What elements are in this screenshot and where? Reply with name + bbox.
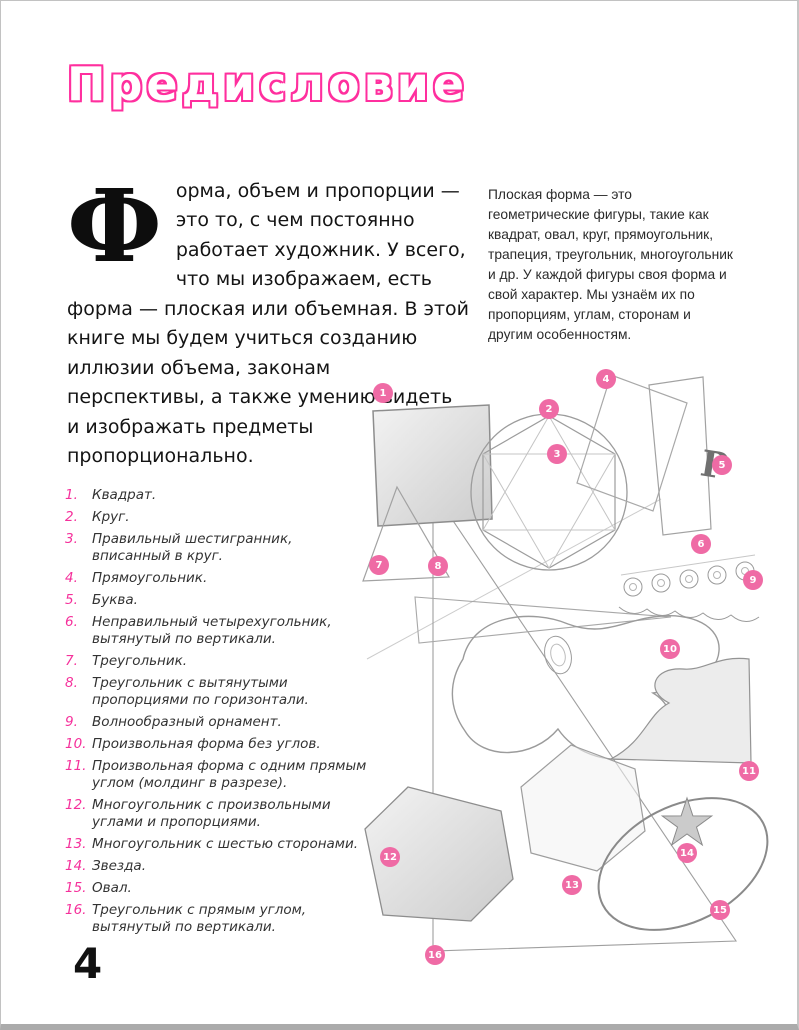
figure-badge-13: 13 [562,875,582,895]
figure-badge-6: 6 [691,534,711,554]
free-form-hole-inner [550,643,566,667]
legend-item-label: Треугольник с прямым углом, вытянутый по… [92,902,307,935]
shape-wave-ornament [618,554,760,622]
legend-item: 6. Неправильный четырехугольник, вытянуты… [65,614,367,648]
figure-badge-16: 16 [425,945,445,965]
legend-item: 10. Произвольная форма без углов. [65,736,367,753]
legend-item-label: Произвольная форма без углов. [92,736,321,752]
side-note: Плоская форма — это геометрические фигур… [488,187,733,342]
shape-square [372,404,493,527]
legend-item-label: Буква. [92,592,138,608]
intro-text: орма, объем и пропорции — это то, с чем … [67,180,469,467]
figure-sketch: P [362,374,769,952]
legend-item: 2. Круг. [65,509,367,526]
legend-item: 14. Звезда. [65,858,367,875]
legend-item-label: Неправильный четырехугольник, вытянутый … [92,614,332,647]
shape-star [660,796,714,847]
figure-illustration: P [353,359,779,974]
legend-item-label: Произвольная форма с одним прямым углом … [92,758,367,791]
shape-rectangle [576,374,688,512]
legend-item-label: Треугольник с вытянутыми пропорциями по … [92,675,309,708]
legend-item-label: Многоугольник с произвольными углами и п… [92,797,331,830]
legend-item-number: 6. [65,614,78,630]
legend-item: 5. Буква. [65,592,367,609]
legend-item: 13. Многоугольник с шестью сторонами. [65,836,367,853]
figure-badge-3: 3 [547,444,567,464]
legend-item-label: Квадрат. [92,487,157,503]
legend-item-number: 3. [65,531,78,547]
legend-item-number: 7. [65,653,78,669]
legend-item-number: 10. [65,736,87,752]
figure-badge-12: 12 [380,847,400,867]
legend-item-label: Овал. [92,880,132,896]
legend-item-number: 9. [65,714,78,730]
figure-badge-15: 15 [710,900,730,920]
legend-item-number: 5. [65,592,78,608]
legend-item: 4. Прямоугольник. [65,570,367,587]
legend-item: 11. Произвольная форма с одним прямым угл… [65,758,367,792]
dropcap: Ф [67,167,162,285]
figure-badge-10: 10 [660,639,680,659]
shape-arbitrary-polygon [364,786,514,922]
legend-item-label: Прямоугольник. [92,570,208,586]
hexagram-line-b [482,415,616,531]
figure-badge-14: 14 [677,843,697,863]
hexagram-line-a [482,453,616,569]
page-title: Предисловие [67,57,469,111]
figure-badge-9: 9 [743,570,763,590]
figure-badge-2: 2 [539,399,559,419]
figure-badge-11: 11 [739,761,759,781]
shape-oval [597,797,769,931]
legend-item-number: 14. [65,858,87,874]
legend-item-label: Волнообразный орнамент. [92,714,282,730]
legend-list: 1. Квадрат. 2. Круг. 3. Правильный шестигра… [65,487,367,941]
shape-circle [470,413,628,571]
shape-six-sided-polygon [520,744,646,872]
shape-hexagon-inscribed [482,415,616,569]
legend-item-label: Многоугольник с шестью сторонами. [92,836,359,852]
figure-badge-5: 5 [712,455,732,475]
legend-item: 16. Треугольник с прямым углом, вытянутый… [65,902,367,936]
legend-item-label: Круг. [92,509,130,525]
shape-tall-right-triangle [432,489,738,952]
legend-item: 3. Правильный шестигранник, вписанный в к… [65,531,367,565]
page-number: 4 [73,939,103,988]
shape-irregular-quad [648,376,712,536]
legend-item: 1. Квадрат. [65,487,367,504]
legend-item-number: 12. [65,797,87,813]
legend-item: 7. Треугольник. [65,653,367,670]
legend-item-number: 4. [65,570,78,586]
legend-item-label: Треугольник. [92,653,188,669]
legend-item-number: 1. [65,487,78,503]
shape-triangle [362,485,451,582]
shape-wide-triangle [414,596,672,644]
figure-badge-8: 8 [428,556,448,576]
legend-item-number: 8. [65,675,78,691]
legend-item: 15. Овал. [65,880,367,897]
legend-item-label: Правильный шестигранник, вписанный в кру… [92,531,293,564]
legend-item-number: 2. [65,509,78,525]
legend-item: 9. Волнообразный орнамент. [65,714,367,731]
figure-badge-4: 4 [596,369,616,389]
figure-badge-7: 7 [369,555,389,575]
free-form-hole [544,635,572,675]
legend-item-number: 11. [65,758,87,774]
legend-item-label: Звезда. [92,858,146,874]
legend-item: 8. Треугольник с вытянутыми пропорциями п… [65,675,367,709]
figure-badge-1: 1 [373,383,393,403]
shape-molding [608,657,752,764]
legend-item-number: 15. [65,880,87,896]
shape-free-form [451,615,720,760]
legend-item: 12. Многоугольник с произвольными углами … [65,797,367,831]
legend-item-number: 16. [65,902,87,918]
legend-item-number: 13. [65,836,87,852]
